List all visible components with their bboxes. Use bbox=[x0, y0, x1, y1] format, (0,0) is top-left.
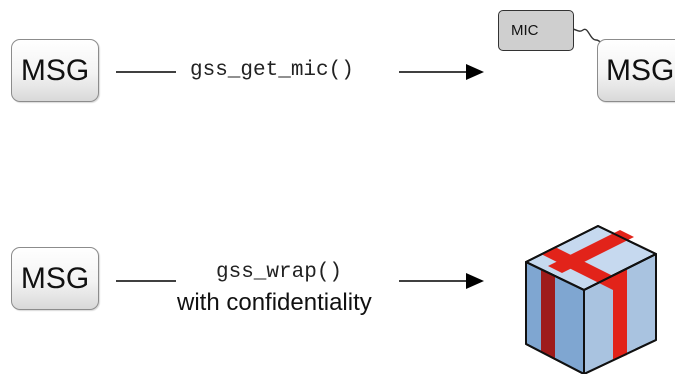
function-label-wrap: gss_wrap() bbox=[216, 261, 343, 284]
msg-box-output-mic: MSG bbox=[597, 39, 675, 102]
mic-tag: MIC bbox=[498, 10, 574, 51]
msg-box-input-mic: MSG bbox=[11, 39, 99, 102]
arrow-head-wrap bbox=[466, 273, 484, 289]
mic-tag-label: MIC bbox=[511, 22, 539, 39]
function-sublabel-confidentiality: with confidentiality bbox=[177, 289, 372, 316]
arrow-head-mic bbox=[466, 64, 484, 80]
function-label-get-mic: gss_get_mic() bbox=[190, 59, 354, 82]
msg-box-input-wrap: MSG bbox=[11, 247, 99, 310]
